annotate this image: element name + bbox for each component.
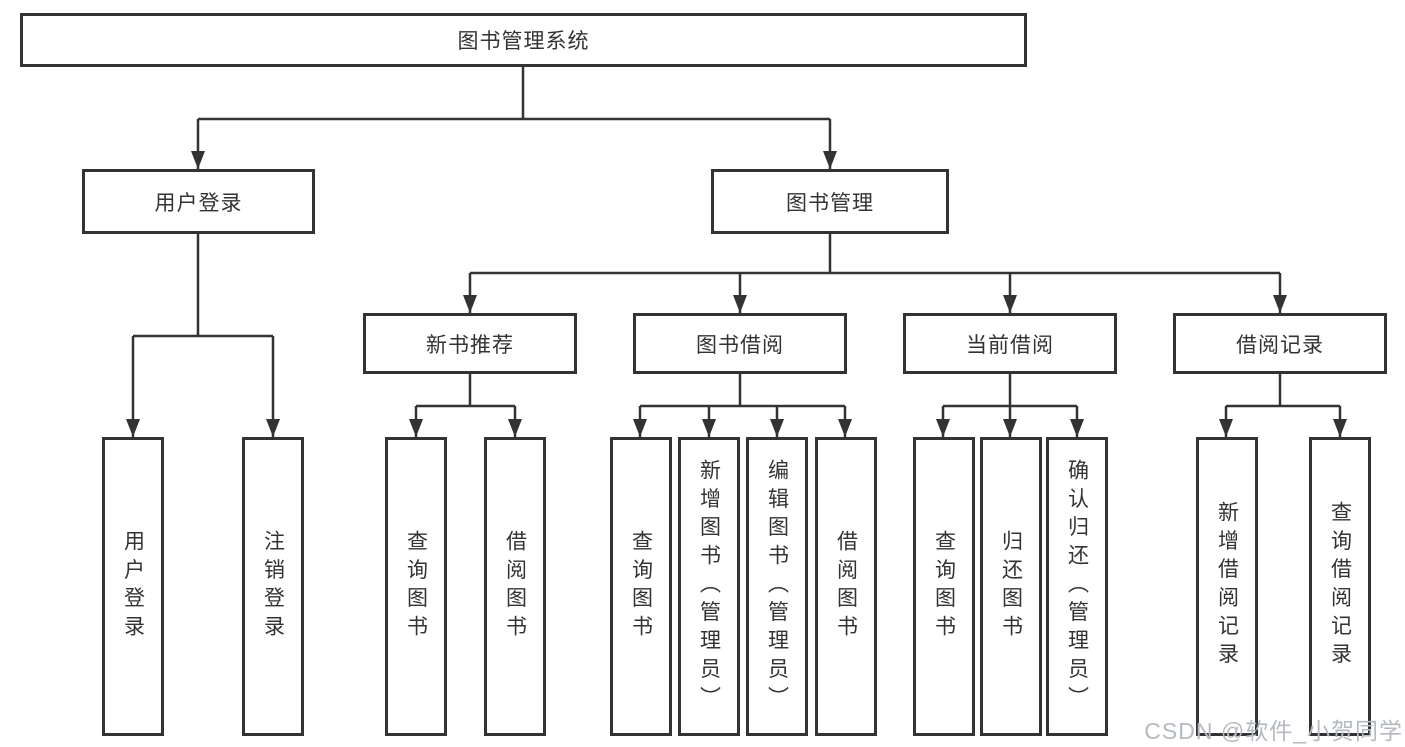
node-book-borrowing: 图书借阅 [633, 313, 847, 374]
leaf-query-books-recommend: 查询图书 [385, 437, 447, 736]
node-user-login: 用户登录 [82, 169, 315, 234]
node-label: 图书借阅 [696, 333, 784, 357]
leaf-label: 借阅图书 [834, 529, 858, 644]
leaf-borrow-books-recommend: 借阅图书 [484, 437, 546, 736]
leaf-label: 查询借阅记录 [1328, 501, 1352, 672]
node-label: 用户登录 [154, 191, 243, 215]
csdn-watermark: CSDN @软件_小贺同学 [1144, 718, 1403, 744]
leaf-label: 确认归还（管理员） [1065, 458, 1089, 715]
node-new-book-recommendation: 新书推荐 [363, 313, 577, 374]
node-label: 借阅记录 [1236, 333, 1324, 357]
node-current-borrowing: 当前借阅 [903, 313, 1117, 374]
leaf-return-books: 归还图书 [980, 437, 1042, 736]
leaf-label: 借阅图书 [503, 529, 527, 644]
node-book-management: 图书管理 [711, 169, 949, 234]
leaf-label: 新增图书（管理员） [697, 458, 721, 715]
leaf-label: 归还图书 [999, 529, 1023, 644]
leaf-label: 用户登录 [121, 529, 145, 644]
leaf-borrow-books-borrowing: 借阅图书 [815, 437, 877, 736]
leaf-label: 编辑图书（管理员） [765, 458, 789, 715]
leaf-label: 查询图书 [404, 529, 428, 644]
leaf-query-books-current: 查询图书 [913, 437, 975, 736]
leaf-user-login: 用户登录 [102, 437, 164, 736]
connector-lines [131, 67, 1342, 437]
leaf-query-books-borrowing: 查询图书 [610, 437, 672, 736]
node-borrowing-records: 借阅记录 [1173, 313, 1387, 374]
leaf-label: 查询图书 [932, 529, 956, 644]
leaf-add-borrow-record: 新增借阅记录 [1196, 437, 1258, 736]
node-label: 图书管理 [786, 191, 874, 215]
node-label: 当前借阅 [966, 333, 1054, 357]
node-library-management-system: 图书管理系统 [20, 13, 1027, 67]
leaf-add-books-admin: 新增图书（管理员） [678, 437, 740, 736]
leaf-label: 注销登录 [261, 529, 285, 644]
leaf-label: 查询图书 [629, 529, 653, 644]
leaf-query-borrow-record: 查询借阅记录 [1309, 437, 1371, 736]
leaf-edit-books-admin: 编辑图书（管理员） [746, 437, 808, 736]
leaf-logout: 注销登录 [242, 437, 304, 736]
arrowheads [126, 151, 1347, 437]
leaf-confirm-return-admin: 确认归还（管理员） [1046, 437, 1108, 736]
leaf-label: 新增借阅记录 [1215, 501, 1239, 672]
node-label: 新书推荐 [426, 333, 514, 357]
node-label: 图书管理系统 [457, 30, 590, 53]
